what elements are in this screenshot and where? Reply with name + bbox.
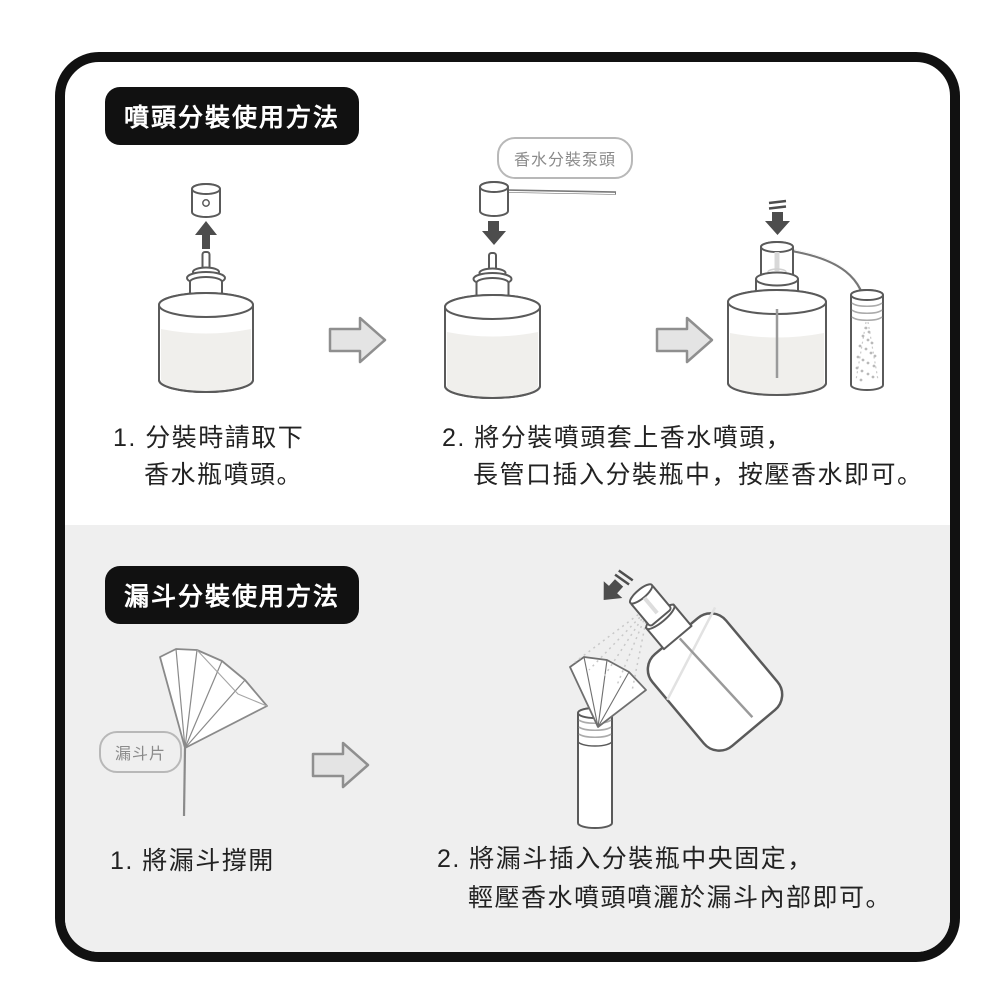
funnel-piece-label: 漏斗片 — [99, 731, 183, 773]
step-text: 輕壓香水噴頭噴灑於漏斗內部即可。 — [468, 884, 893, 912]
step-text: 1. 將漏斗撐開 — [110, 847, 275, 875]
step-text: 2. 將漏斗插入分裝瓶中央固定， — [437, 845, 814, 873]
section1-step2: 2. 將分裝噴頭套上香水噴頭， 長管口插入分裝瓶中，按壓香水即可。 — [442, 420, 924, 494]
pump-head-label: 香水分裝泵頭 — [497, 137, 634, 179]
step-text: 香水瓶噴頭。 — [144, 461, 304, 489]
step-text: 2. 將分裝噴頭套上香水噴頭， — [442, 424, 793, 452]
section2-step2: 2. 將漏斗插入分裝瓶中央固定， 輕壓香水噴頭噴灑於漏斗內部即可。 — [437, 840, 892, 918]
section1-title: 噴頭分裝使用方法 — [105, 87, 360, 145]
section2-title: 漏斗分裝使用方法 — [105, 566, 360, 624]
card-frame — [55, 52, 960, 962]
section2-step1: 1. 將漏斗撐開 — [110, 843, 275, 880]
step-text: 長管口插入分裝瓶中，按壓香水即可。 — [473, 461, 924, 489]
step-text: 1. 分裝時請取下 — [113, 424, 305, 452]
section1-step1: 1. 分裝時請取下 香水瓶噴頭。 — [113, 420, 304, 494]
